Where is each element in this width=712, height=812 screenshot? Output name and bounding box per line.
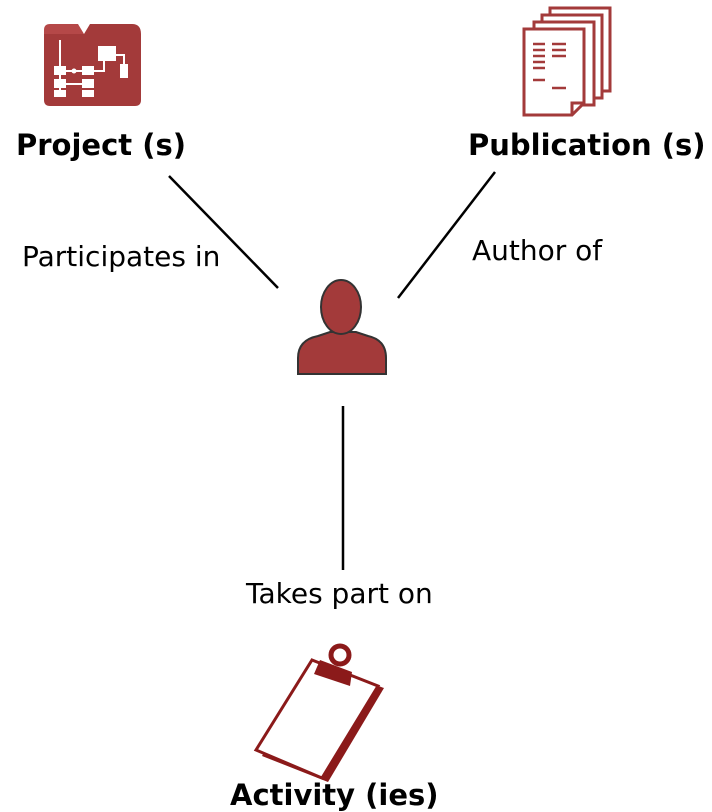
person-icon	[297, 279, 387, 375]
relation-label-takes-part: Takes part on	[246, 577, 433, 610]
project-title: Project (s)	[16, 128, 187, 162]
activity-title: Activity (ies)	[230, 778, 439, 812]
project-folder-icon	[44, 24, 141, 106]
clipboard-icon	[253, 643, 384, 782]
connector-project-person	[168, 175, 279, 289]
publication-title: Publication (s)	[468, 128, 706, 162]
connector-publication-person	[397, 171, 496, 299]
relation-label-participates: Participates in	[22, 240, 221, 273]
document-stack-icon	[522, 6, 612, 117]
relation-label-author: Author of	[472, 234, 603, 267]
